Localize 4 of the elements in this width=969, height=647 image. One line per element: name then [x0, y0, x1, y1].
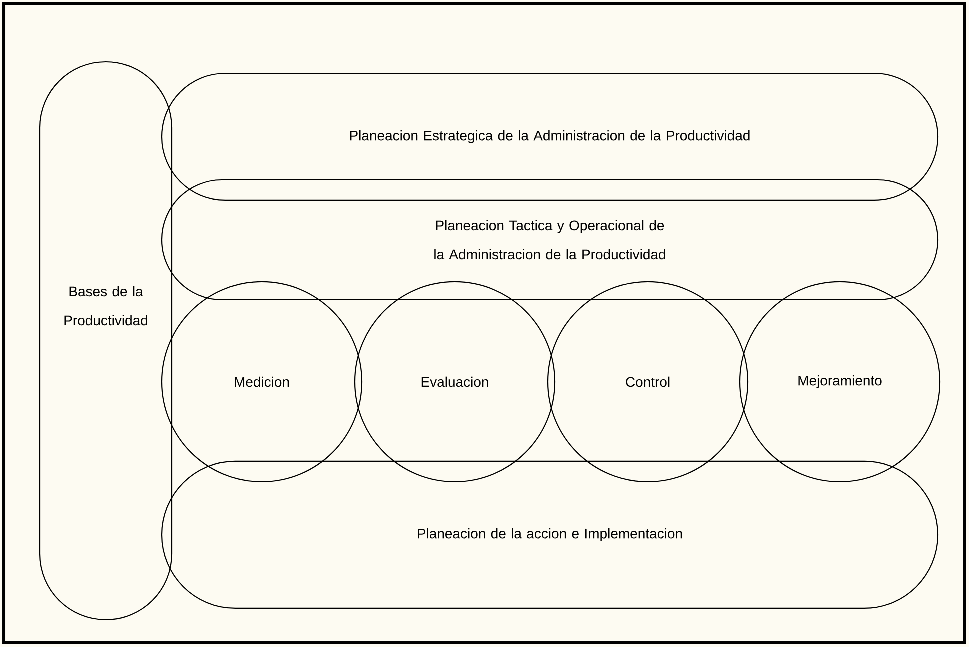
rounded-band: Planeacion de la accion e Implementacion	[161, 460, 939, 610]
rounded-pill: Bases de la Productividad	[39, 61, 173, 621]
rounded-band: Planeacion Tactica y Operacional de la Administracion de la Productividad	[161, 179, 939, 301]
rounded-band: Planeacion Estrategica de la Administracion de la Productividad	[161, 72, 939, 202]
